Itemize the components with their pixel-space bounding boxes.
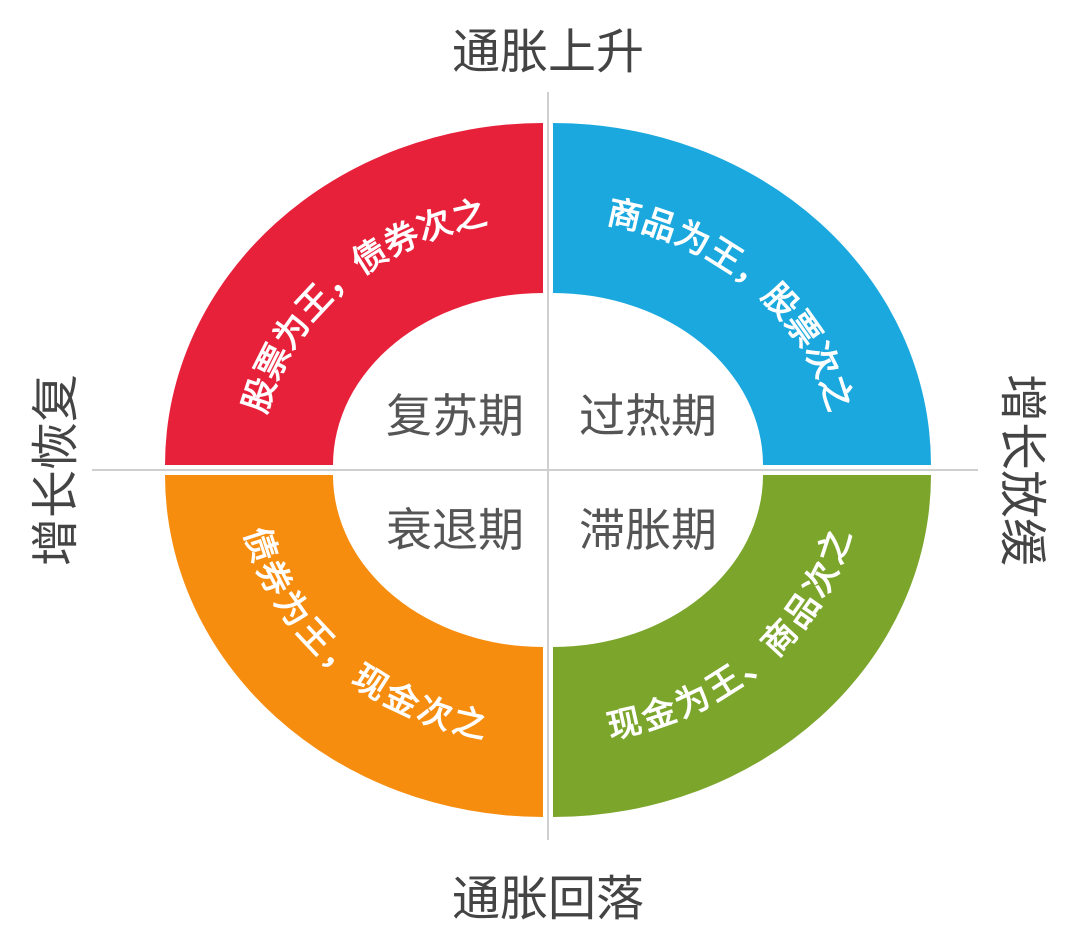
- overheat-phase-label: 过热期: [579, 389, 717, 443]
- recession-quadrant: [165, 475, 543, 817]
- inflation-falling-label: 通胀回落: [452, 871, 644, 927]
- growth-recovering-label: 增长恢复: [28, 374, 84, 566]
- stagflation-phase-label: 滞胀期: [579, 503, 717, 557]
- growth-slowing-label: 增长放缓: [994, 374, 1050, 566]
- recovery-phase-label: 复苏期: [386, 389, 524, 443]
- recession-phase-label: 衰退期: [386, 503, 524, 557]
- stagflation-quadrant: [553, 475, 931, 817]
- inflation-rising-label: 通胀上升: [452, 24, 644, 80]
- recovery-quadrant: [165, 123, 543, 465]
- overheat-quadrant: [553, 123, 931, 465]
